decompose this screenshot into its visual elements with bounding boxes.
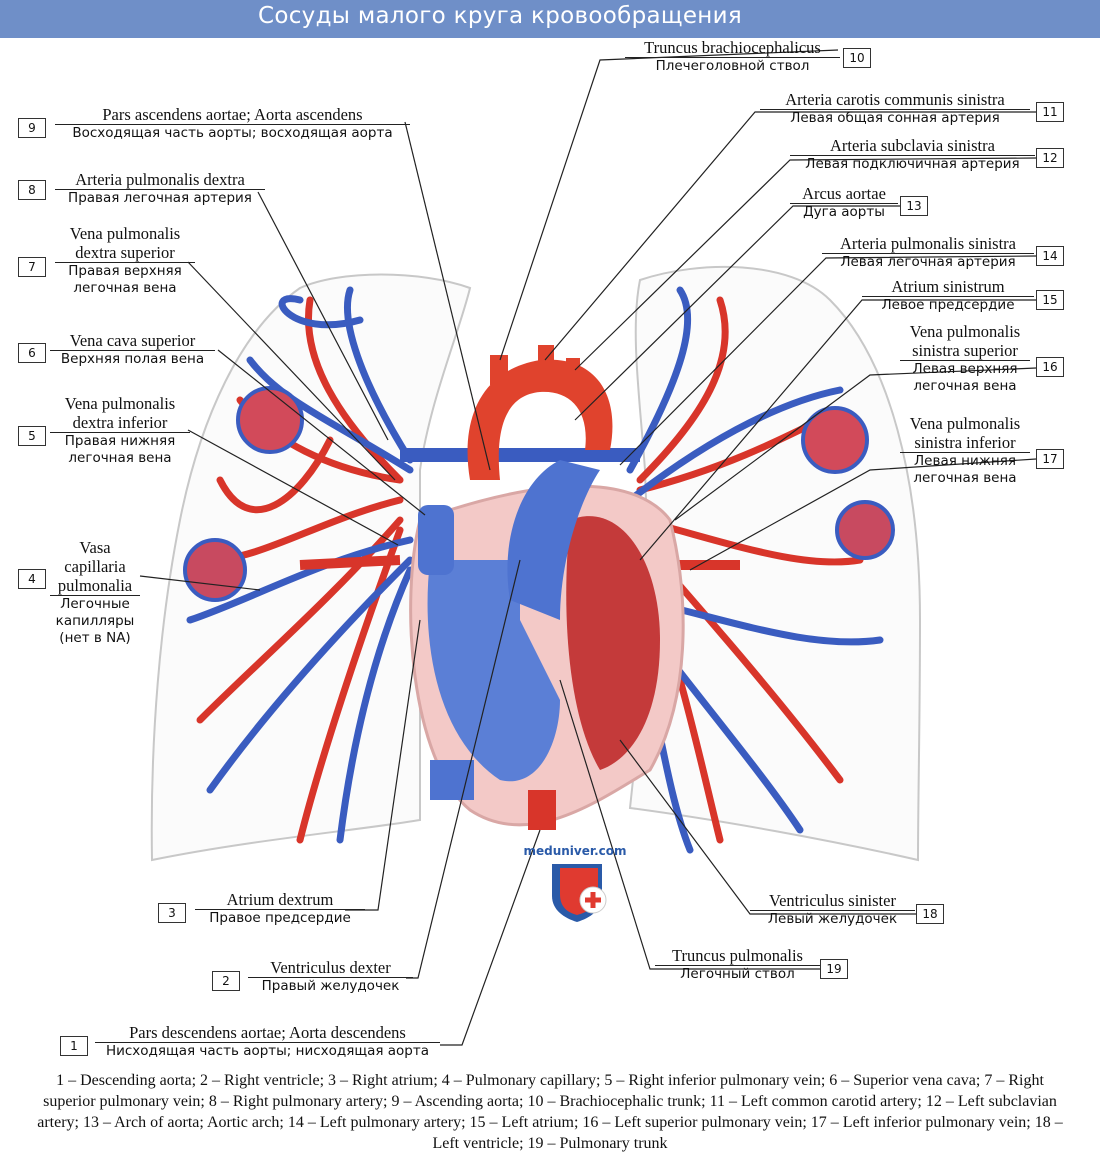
right-ventricle [427, 560, 560, 782]
title-bar [0, 0, 1100, 38]
watermark-text: meduniver.com [523, 844, 627, 858]
number-box-17: 17 [1036, 449, 1064, 469]
label-19: Truncus pulmonalis Легочный ствол [655, 946, 820, 983]
aorta [467, 359, 613, 480]
label-13-russian: Дуга аорты [803, 204, 885, 220]
label-6-russian: Верхняя полая вена [60, 351, 205, 367]
number-box-13: 13 [900, 196, 928, 216]
label-3-russian: Правое предсердие [209, 910, 351, 926]
number-box-14: 14 [1036, 246, 1064, 266]
aortic-branch-vessel [490, 355, 508, 385]
label-15: Atrium sinistrum Левое предсердие [862, 277, 1034, 314]
label-9-russian: Восходящая часть аорты; восходящая аорта [72, 125, 393, 141]
label-2-latin: Ventriculus dexter [248, 958, 413, 978]
label-15-latin: Atrium sinistrum [862, 277, 1034, 297]
label-17: Vena pulmonalis sinistra inferior Левая … [900, 414, 1030, 487]
label-1-russian: Нисходящая часть аорты; нисходящая аорта [105, 1043, 430, 1059]
superior-vena-cava [418, 505, 454, 575]
left-ventricle [566, 516, 660, 770]
label-17-russian: Левая нижняя легочная вена [913, 453, 1017, 486]
label-12-latin: Arteria subclavia sinistra [790, 136, 1035, 156]
number-box-1: 1 [60, 1036, 88, 1056]
number-box-18: 18 [916, 904, 944, 924]
figure-caption: 1 – Descending aorta; 2 – Right ventricl… [37, 1072, 1063, 1152]
number-box-2: 2 [212, 971, 240, 991]
number-box-16: 16 [1036, 357, 1064, 377]
left-lung-vessels [626, 286, 895, 854]
label-3: Atrium dextrum Правое предсердие [195, 890, 365, 927]
label-8: Arteria pulmonalis dextra Правая легочна… [55, 170, 265, 207]
label-7-russian: Правая верхняя легочная вена [68, 263, 182, 296]
number-box-5: 5 [18, 426, 46, 446]
label-19-latin: Truncus pulmonalis [655, 946, 820, 966]
label-3-latin: Atrium dextrum [195, 890, 365, 910]
label-18-latin: Ventriculus sinister [750, 891, 915, 911]
label-1: Pars descendens aortae; Aorta descendens… [95, 1023, 440, 1060]
label-4-latin: Vasa capillaria pulmonalia [50, 538, 140, 596]
label-2-russian: Правый желудочек [261, 978, 400, 994]
label-10: Truncus brachiocephalicus Плечеголовной … [625, 38, 840, 75]
label-13: Arcus aortae Дуга аорты [790, 184, 898, 221]
label-15-russian: Левое предсердие [881, 297, 1015, 313]
number-box-19: 19 [820, 959, 848, 979]
label-1-latin: Pars descendens aortae; Aorta descendens [95, 1023, 440, 1043]
aortic-branch-vessel [538, 345, 554, 380]
label-11-latin: Arteria carotis communis sinistra [760, 90, 1030, 110]
pulmonary-trunk [507, 460, 600, 620]
label-10-latin: Truncus brachiocephalicus [625, 38, 840, 58]
label-4-russian: Легочные капилляры (нет в NA) [55, 596, 135, 646]
label-9-latin: Pars ascendens aortae; Aorta ascendens [55, 105, 410, 125]
number-box-4: 4 [18, 569, 46, 589]
label-8-russian: Правая легочная артерия [68, 190, 252, 206]
label-7: Vena pulmonalis dextra superior Правая в… [55, 224, 195, 297]
label-18: Ventriculus sinister Левый желудочек [750, 891, 915, 928]
label-5-russian: Правая нижняя легочная вена [64, 433, 176, 466]
number-box-7: 7 [18, 257, 46, 277]
label-6: Vena cava superior Верхняя полая вена [50, 331, 215, 368]
label-5-latin: Vena pulmonalis dextra inferior [50, 394, 190, 433]
label-19-russian: Легочный ствол [680, 966, 795, 982]
label-14-russian: Левая легочная артерия [840, 254, 1016, 270]
label-16-russian: Левая верхняя легочная вена [912, 361, 1018, 394]
number-box-12: 12 [1036, 148, 1064, 168]
label-9: Pars ascendens aortae; Aorta ascendens В… [55, 105, 410, 142]
label-4: Vasa capillaria pulmonalia Легочные капи… [50, 538, 140, 647]
label-17-latin: Vena pulmonalis sinistra inferior [900, 414, 1030, 453]
number-box-10: 10 [843, 48, 871, 68]
label-5: Vena pulmonalis dextra inferior Правая н… [50, 394, 190, 467]
label-14: Arteria pulmonalis sinistra Левая легочн… [822, 234, 1034, 271]
number-box-9: 9 [18, 118, 46, 138]
aortic-branch-vessel [566, 358, 580, 386]
number-box-3: 3 [158, 903, 186, 923]
label-6-latin: Vena cava superior [50, 331, 215, 351]
label-13-latin: Arcus aortae [790, 184, 898, 204]
label-12-russian: Левая подключичная артерия [805, 156, 1020, 172]
number-box-15: 15 [1036, 290, 1064, 310]
inferior-vena-cava [430, 760, 474, 800]
number-box-8: 8 [18, 180, 46, 200]
number-box-11: 11 [1036, 102, 1064, 122]
label-18-russian: Левый желудочек [767, 911, 898, 927]
label-16: Vena pulmonalis sinistra superior Левая … [900, 322, 1030, 395]
page-title: Сосуды малого круга кровообращения [257, 3, 742, 29]
label-10-russian: Плечеголовной ствол [655, 58, 810, 74]
label-2: Ventriculus dexter Правый желудочек [248, 958, 413, 995]
label-11-russian: Левая общая сонная артерия [790, 110, 1000, 126]
label-12: Arteria subclavia sinistra Левая подключ… [790, 136, 1035, 173]
label-14-latin: Arteria pulmonalis sinistra [822, 234, 1034, 254]
leader-lines [139, 49, 1037, 1046]
descending-aorta [528, 790, 556, 830]
label-7-latin: Vena pulmonalis dextra superior [55, 224, 195, 263]
label-16-latin: Vena pulmonalis sinistra superior [900, 322, 1030, 361]
label-8-latin: Arteria pulmonalis dextra [55, 170, 265, 190]
number-box-6: 6 [18, 343, 46, 363]
label-11: Arteria carotis communis sinistra Левая … [760, 90, 1030, 127]
